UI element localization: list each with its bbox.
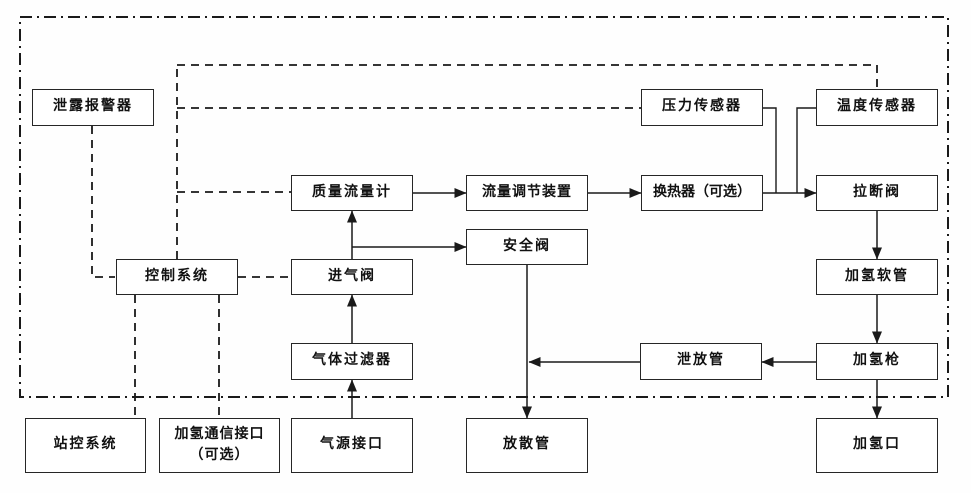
- node-relief-pipe: 泄放管: [640, 343, 762, 380]
- node-mass-flow-meter: 质量流量计: [291, 175, 413, 211]
- node-vent-pipe: 放散管: [466, 418, 588, 473]
- node-comm-interface-label2: （可选）: [189, 447, 250, 463]
- node-leak-alarm: 泄露报警器: [32, 89, 154, 126]
- node-relief-pipe-label: 泄放管: [677, 353, 725, 369]
- node-hydrogen-gun: 加氢枪: [816, 343, 938, 380]
- node-flow-regulator-label: 流量调节装置: [482, 184, 572, 200]
- node-breakaway-valve-label: 拉断阀: [853, 184, 901, 200]
- node-pressure-sensor-label: 压力传感器: [662, 99, 742, 115]
- node-gas-source-interface: 气源接口: [291, 418, 413, 473]
- node-fill-port-label: 加氢口: [853, 437, 901, 453]
- node-control-system-label: 控制系统: [145, 268, 209, 284]
- node-gas-filter: 气体过滤器: [291, 343, 413, 380]
- tap-pressuresensor-pipe: [763, 107, 777, 193]
- node-control-system: 控制系统: [116, 259, 238, 295]
- node-breakaway-valve: 拉断阀: [816, 175, 938, 211]
- node-station-control-system: 站控系统: [25, 418, 146, 473]
- node-flow-regulator: 流量调节装置: [466, 175, 588, 211]
- enclosure-dashdot-border: [19, 16, 949, 398]
- node-hydrogen-hose-label: 加氢软管: [845, 268, 909, 284]
- node-safety-valve: 安全阀: [466, 229, 588, 265]
- node-hydrogen-gun-label: 加氢枪: [853, 353, 901, 369]
- node-mass-flow-meter-label: 质量流量计: [312, 184, 392, 200]
- node-gas-source-interface-label: 气源接口: [320, 437, 384, 453]
- node-inlet-valve-label: 进气阀: [328, 268, 376, 284]
- node-comm-interface-label: 加氢通信接口: [174, 427, 265, 443]
- node-leak-alarm-label: 泄露报警器: [53, 99, 133, 115]
- node-heat-exchanger: 换热器（可选）: [641, 175, 763, 211]
- node-pressure-sensor: 压力传感器: [641, 89, 763, 126]
- node-station-control-system-label: 站控系统: [53, 437, 118, 453]
- node-gas-filter-label: 气体过滤器: [312, 353, 392, 369]
- edge-leakalarm-control: [91, 126, 115, 278]
- node-safety-valve-label: 安全阀: [503, 238, 551, 254]
- node-hydrogen-hose: 加氢软管: [816, 259, 938, 295]
- edge-control-temperaturesensor: [177, 64, 878, 89]
- node-comm-interface: 加氢通信接口 （可选）: [159, 418, 280, 473]
- node-fill-port: 加氢口: [816, 418, 938, 473]
- node-vent-pipe-label: 放散管: [503, 437, 551, 453]
- node-temperature-sensor-label: 温度传感器: [837, 99, 917, 115]
- node-heat-exchanger-label: 换热器（可选）: [653, 184, 751, 200]
- tap-temperaturesensor-pipe: [796, 107, 816, 193]
- node-inlet-valve: 进气阀: [291, 259, 413, 295]
- node-temperature-sensor: 温度传感器: [816, 89, 938, 126]
